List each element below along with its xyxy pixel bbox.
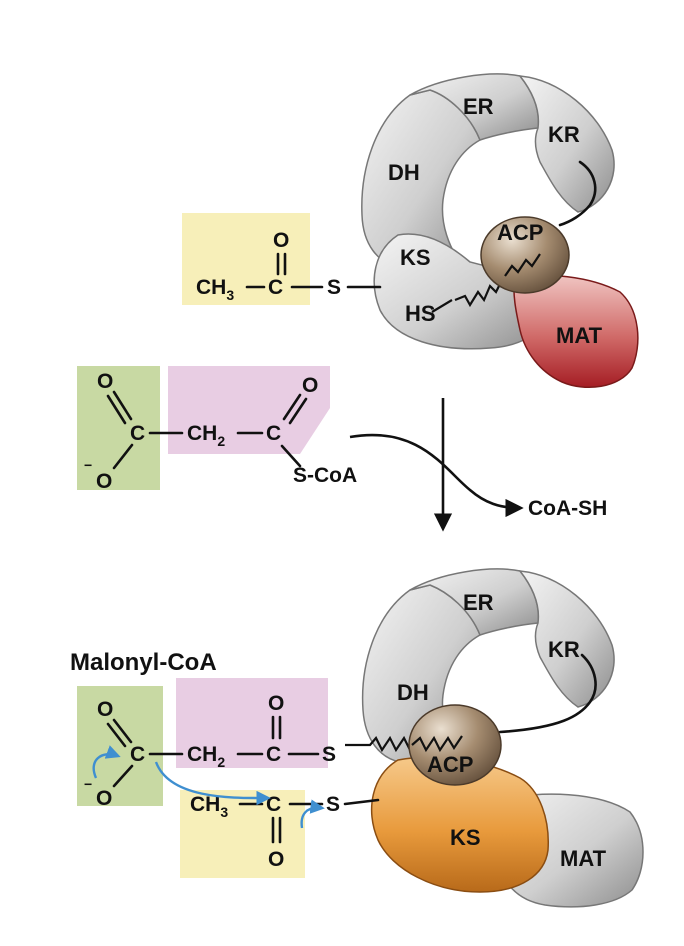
- top-kr-label: KR: [548, 122, 580, 147]
- top-acetyl-s: S: [327, 276, 341, 299]
- top-acp-label: ACP: [497, 220, 543, 245]
- mid-c1: C: [130, 422, 145, 445]
- top-acetyl-highlight: [182, 213, 310, 305]
- reaction-arrows: CoA-SH: [349, 398, 607, 532]
- bottom-kr-label: KR: [548, 637, 580, 662]
- decarboxylation-arrow: [92, 745, 121, 779]
- bottom-c2: C: [266, 743, 281, 766]
- top-mat-label: MAT: [556, 323, 603, 348]
- mid-green-highlight: [77, 366, 160, 490]
- bottom-o-minus: O: [96, 787, 112, 810]
- coa-sh-label: CoA-SH: [528, 497, 607, 520]
- bottom-malonyl: Malonyl-CoA O C − O CH2 C O S: [70, 649, 336, 810]
- top-hs-label: HS: [405, 301, 436, 326]
- top-er-label: ER: [463, 94, 494, 119]
- nucleophilic-attack-arrow: [154, 761, 271, 806]
- mid-o-minus: O: [96, 470, 112, 493]
- mid-o2: O: [302, 374, 318, 397]
- top-enzyme: ER KR DH KS ACP MAT HS: [361, 73, 639, 388]
- mechanism-arrows: [92, 745, 325, 829]
- bottom-ks-domain: [370, 756, 549, 893]
- top-acp-domain: [480, 216, 570, 294]
- bottom-minus: −: [84, 776, 92, 792]
- bottom-ch2: CH2: [187, 743, 225, 770]
- mid-pink-highlight: [168, 366, 330, 454]
- mid-scoa: S-CoA: [293, 464, 357, 487]
- top-acetyl-group: CH3 C O S: [182, 213, 382, 305]
- top-ks-label: KS: [400, 245, 431, 270]
- top-dh-label: DH: [388, 160, 420, 185]
- top-mat-domain: [513, 274, 639, 388]
- bottom-c1: C: [130, 743, 145, 766]
- bottom-kr-domain: [518, 570, 615, 708]
- bottom-dh-label: DH: [397, 680, 429, 705]
- bottom-er-label: ER: [463, 590, 494, 615]
- bottom-acp-label: ACP: [427, 752, 473, 777]
- bottom-acetyl-ch: CH3: [190, 793, 228, 820]
- malonyl-coa-title: Malonyl-CoA: [70, 649, 217, 676]
- mid-c2: C: [266, 422, 281, 445]
- top-acetyl-c: C: [268, 276, 283, 299]
- mid-o-top: O: [97, 370, 113, 393]
- bottom-acetyl-c: C: [266, 793, 281, 816]
- thioester-cleavage-arrow: [300, 799, 325, 829]
- coa-release-arrow: [349, 433, 524, 518]
- mid-minus: −: [84, 457, 92, 473]
- bottom-mat-label: MAT: [560, 846, 607, 871]
- top-ks-domain: [373, 233, 546, 350]
- top-acetyl-o: O: [273, 229, 289, 252]
- bottom-acetyl-s: S: [326, 793, 340, 816]
- bottom-acetyl-group: CH3 C O S: [180, 790, 380, 878]
- bottom-enzyme: ER KR DH ACP KS MAT: [345, 568, 644, 908]
- bottom-acetyl-o: O: [268, 848, 284, 871]
- bottom-ks-label: KS: [450, 825, 481, 850]
- bottom-o2: O: [268, 692, 284, 715]
- top-acetyl-ch: CH3: [196, 276, 234, 303]
- mid-ch2: CH2: [187, 422, 225, 449]
- bottom-o-top: O: [97, 698, 113, 721]
- bottom-s: S: [322, 743, 336, 766]
- middle-malonyl-coa: O C − O CH2 C O S-CoA: [77, 366, 357, 493]
- top-kr-domain: [518, 75, 615, 213]
